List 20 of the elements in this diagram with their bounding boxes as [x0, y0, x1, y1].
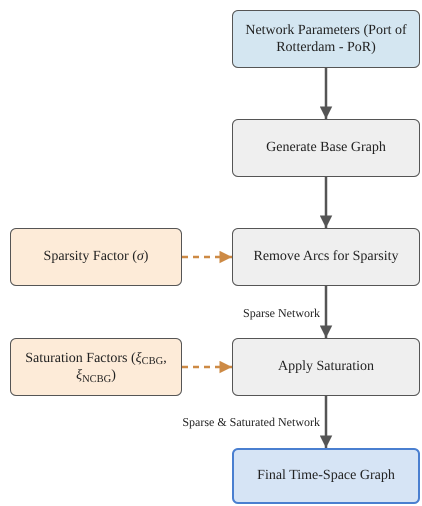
process-box [232, 119, 420, 177]
node-label: Saturation Factors (ξ$_{CBG}$, ξ$_{NCBG}$) [24, 350, 168, 384]
arrow [182, 250, 232, 264]
process-box [232, 338, 420, 396]
parameter-box [10, 228, 182, 286]
input-box [232, 10, 420, 68]
arrow [320, 68, 332, 119]
arrow [320, 286, 332, 338]
node-label: Remove Arcs for Sparsity [253, 248, 399, 266]
node-label: Generate Base Graph [266, 139, 386, 157]
arrow [320, 177, 332, 228]
arrow [182, 360, 232, 374]
output-box [232, 448, 420, 504]
parameter-box [10, 338, 182, 396]
node-label: Sparsity Factor (σ) [44, 248, 148, 266]
node-label: Network Parameters (Port of Rotterdam - PoR) [245, 22, 407, 56]
node-label: Apply Saturation [278, 358, 374, 376]
node-label: Final Time-Space Graph [257, 467, 395, 485]
process-box [232, 228, 420, 286]
arrow [320, 396, 332, 448]
